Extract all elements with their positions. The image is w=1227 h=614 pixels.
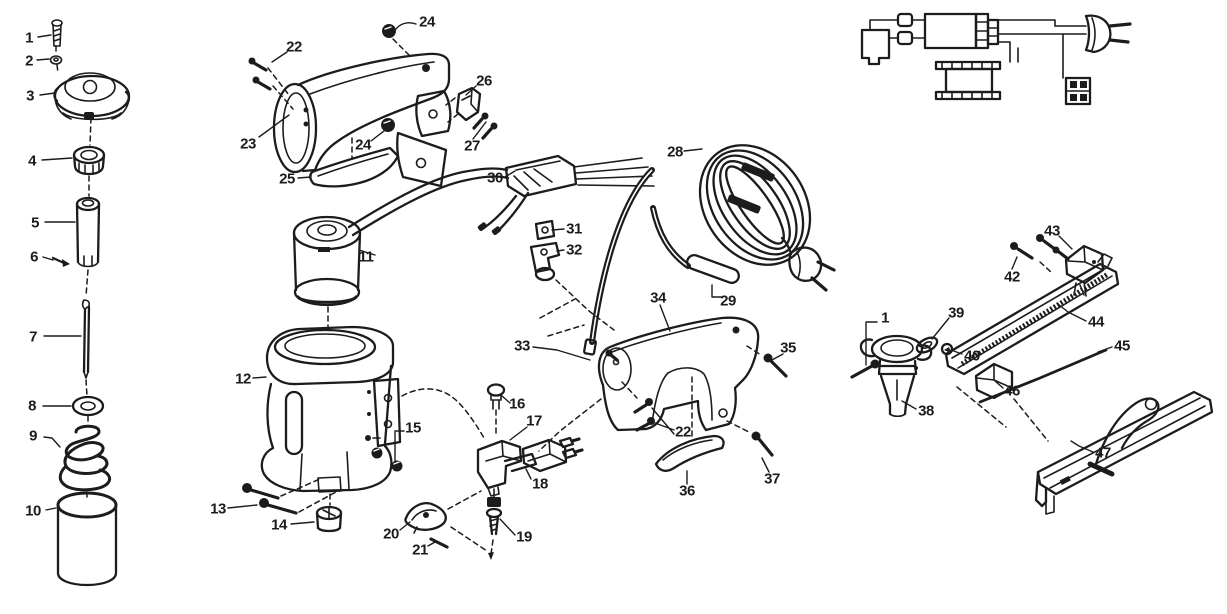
part-5-cylinder-drawing [75,196,101,268]
part-35-screw-drawing [763,353,788,378]
part-34-handle-right-drawing [597,316,760,432]
part-6-pin-drawing [51,256,70,267]
part-16-plug-screw-drawing [486,383,506,410]
part-2-washer-drawing [49,55,63,65]
part-38-nose-cone-drawing [859,334,933,418]
part-3-cap-drawing [53,72,131,121]
part-25-strip-drawing [309,146,400,188]
part-22-screws-left-drawing [248,57,272,91]
part-13-bolts-drawing [242,483,298,515]
part-24-button-mid-drawing [381,118,395,132]
part-17-actuator-drawing [476,439,538,497]
part-36-strip-drawing [654,434,725,472]
part-32-bracket-drawing [529,241,561,282]
part-4-bushing-drawing [72,145,106,176]
wire-harness-drawing [347,154,655,237]
part-23-handle-left-drawing [272,52,452,188]
part-9-spring-drawing [58,424,112,492]
part-27-screws-drawing [472,112,498,140]
part-33-cable-drawing [583,167,691,362]
part-1-screw-drawing [51,19,63,47]
part-44-rail-drawing [944,253,1120,376]
part-47-rail-drawing [1034,390,1214,515]
part-7-driver-pin-drawing [81,299,91,379]
part-42-screws-drawing [1010,234,1058,260]
leader-lines [36,22,1113,547]
part-15-buttons-drawing [371,430,405,472]
part-31-clip-drawing [534,219,556,241]
part-28-cord-drawing [698,144,836,292]
part-20-lever-drawing [404,502,447,534]
part-8-washer-drawing [71,395,105,417]
part-11-coil-drawing [292,215,362,307]
part-37-screw-drawing [751,431,774,457]
part-19-screw-spring-drawing [485,488,503,536]
part-14-bumper-drawing [315,505,343,533]
part-21-pin-drawing [429,537,449,549]
part-1-screw-right-drawing [850,359,880,379]
part-10-cup-drawing [56,491,118,587]
part-46-block-drawing [974,362,1014,400]
wiring-schematic-drawing [860,12,1132,106]
part-18-microswitch-drawing [521,436,584,473]
part-24-button-top-drawing [382,24,396,38]
part-12-housing-drawing [260,325,402,493]
part-39-clip-drawing [915,336,939,354]
part-29-strain-relief-drawing [686,254,740,284]
part-22-screws-right-drawing [633,398,655,432]
part-26-switch-block-drawing [455,86,482,122]
assembly-dashed-lines [55,38,1085,560]
